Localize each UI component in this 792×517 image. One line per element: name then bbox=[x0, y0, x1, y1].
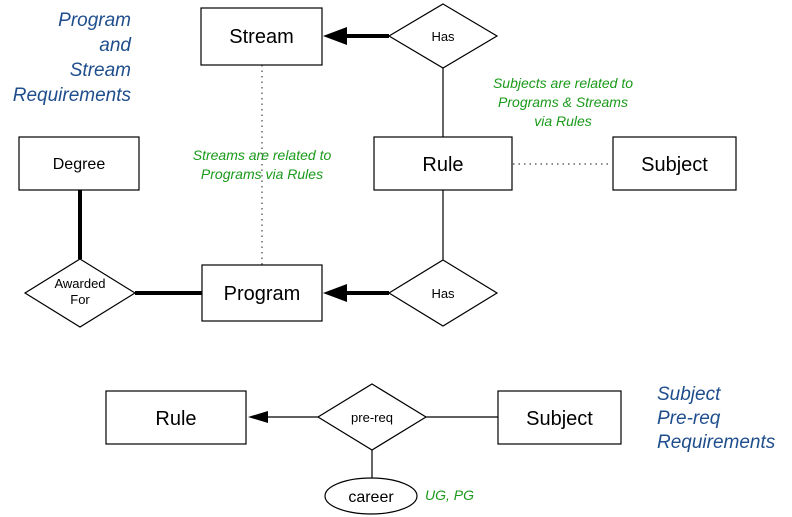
top-title-line-3: Stream bbox=[70, 60, 131, 81]
career-values-note: UG, PG bbox=[425, 487, 474, 503]
rule-arrowhead bbox=[248, 411, 268, 423]
program-arrowhead bbox=[323, 284, 347, 302]
program-label: Program bbox=[224, 283, 301, 305]
degree-entity: Degree bbox=[18, 136, 140, 191]
has-relationship-top: Has bbox=[387, 3, 499, 69]
rule-entity: Rule bbox=[373, 136, 513, 191]
awarded-for-line-2: For bbox=[70, 292, 90, 307]
bottom-title-line-2: Pre-req bbox=[657, 408, 721, 429]
note-subjects-related: Subjects are related to Programs & Strea… bbox=[493, 75, 633, 129]
note-subjects-line-3: via Rules bbox=[534, 113, 592, 129]
note-streams-line-2: Programs via Rules bbox=[201, 166, 323, 182]
awarded-for-relationship: Awarded For bbox=[23, 258, 137, 328]
subject-label-top: Subject bbox=[641, 154, 708, 176]
bottom-title-line-1: Subject bbox=[657, 384, 721, 405]
top-title-line-2: and bbox=[99, 35, 132, 56]
career-label: career bbox=[348, 489, 394, 506]
bottom-section-title: Subject Pre-req Requirements bbox=[657, 384, 776, 453]
has-bottom-label: Has bbox=[431, 286, 455, 301]
program-entity: Program bbox=[201, 264, 323, 322]
note-subjects-line-1: Subjects are related to bbox=[493, 75, 633, 91]
stream-entity: Stream bbox=[200, 7, 323, 66]
subject-label-bottom: Subject bbox=[526, 408, 593, 430]
degree-label: Degree bbox=[53, 156, 106, 173]
top-title-line-1: Program bbox=[58, 10, 131, 31]
stream-arrowhead bbox=[323, 27, 347, 45]
note-streams-related: Streams are related to Programs via Rule… bbox=[193, 147, 332, 182]
career-attribute: career bbox=[324, 477, 418, 515]
note-subjects-line-2: Programs & Streams bbox=[498, 94, 628, 110]
rule-label-bottom: Rule bbox=[155, 408, 196, 430]
has-top-label: Has bbox=[431, 29, 455, 44]
awarded-for-line-1: Awarded bbox=[54, 276, 105, 291]
rule-entity-bottom: Rule bbox=[105, 390, 247, 445]
subject-entity-bottom: Subject bbox=[497, 390, 622, 445]
stream-label: Stream bbox=[229, 26, 293, 48]
subject-entity-top: Subject bbox=[612, 136, 737, 191]
prereq-label: pre-req bbox=[351, 410, 393, 425]
prereq-relationship: pre-req bbox=[316, 383, 428, 451]
bottom-title-line-3: Requirements bbox=[657, 432, 776, 453]
has-relationship-bottom: Has bbox=[387, 259, 499, 327]
top-title-line-4: Requirements bbox=[13, 85, 132, 106]
top-section-title: Program and Stream Requirements bbox=[13, 10, 133, 106]
rule-label: Rule bbox=[422, 154, 463, 176]
note-streams-line-1: Streams are related to bbox=[193, 147, 332, 163]
